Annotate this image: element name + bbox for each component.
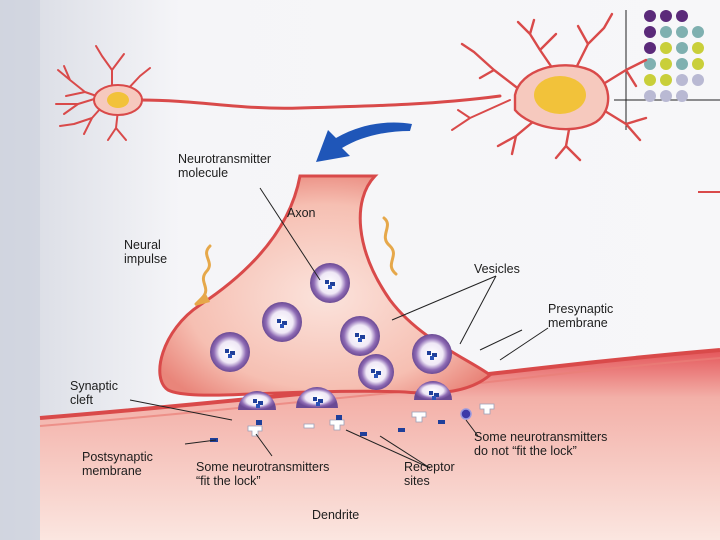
decor-dot	[676, 58, 688, 70]
decor-dot	[660, 90, 672, 102]
right-neuron-nucleus	[534, 76, 586, 114]
decor-dot	[644, 90, 656, 102]
decor-dot-grid	[644, 10, 704, 102]
decor-dot	[644, 74, 656, 86]
decor-dot	[676, 10, 688, 22]
neuron-pair-illustration	[55, 12, 648, 162]
decor-dot	[676, 74, 688, 86]
label-neural-impulse: Neural impulse	[124, 238, 168, 266]
page-edge-shadow	[0, 0, 40, 540]
neural-impulse-icon	[194, 244, 212, 306]
decor-dot	[692, 42, 704, 54]
label-fit-the-lock: Some neurotransmitters “fit the lock”	[196, 460, 330, 488]
vesicles-group	[210, 263, 452, 410]
label-presynaptic-membrane: Presynaptic membrane	[548, 302, 614, 330]
decor-dot	[676, 26, 688, 38]
decor-dot	[644, 42, 656, 54]
neural-impulse-icon	[382, 216, 398, 276]
left-neuron-nucleus	[107, 92, 129, 108]
label-synaptic-cleft: Synaptic cleft	[70, 379, 118, 407]
decor-dot	[660, 74, 672, 86]
curved-arrow-icon	[316, 122, 412, 162]
decor-dot	[676, 90, 688, 102]
decor-dot	[644, 58, 656, 70]
decor-dot	[660, 58, 672, 70]
label-receptor-sites: Receptor sites	[404, 460, 455, 488]
label-postsynaptic-membrane: Postsynaptic membrane	[82, 450, 153, 478]
decor-dot	[676, 42, 688, 54]
label-dendrite: Dendrite	[312, 508, 360, 522]
label-do-not-fit-the-lock: Some neurotransmitters do not “fit the l…	[474, 430, 608, 458]
decor-dot	[660, 26, 672, 38]
decor-dot	[692, 26, 704, 38]
decor-dot	[644, 26, 656, 38]
decor-dot	[660, 10, 672, 22]
label-vesicles: Vesicles	[474, 262, 520, 276]
label-axon: Axon	[287, 206, 316, 220]
decor-dot	[660, 42, 672, 54]
receptor-sites	[247, 403, 495, 437]
decor-dot	[692, 74, 704, 86]
decor-dot	[692, 58, 704, 70]
label-neurotransmitter-molecule: Neurotransmitter molecule	[178, 152, 272, 180]
decor-dot	[644, 10, 656, 22]
leader-lines	[129, 187, 549, 469]
